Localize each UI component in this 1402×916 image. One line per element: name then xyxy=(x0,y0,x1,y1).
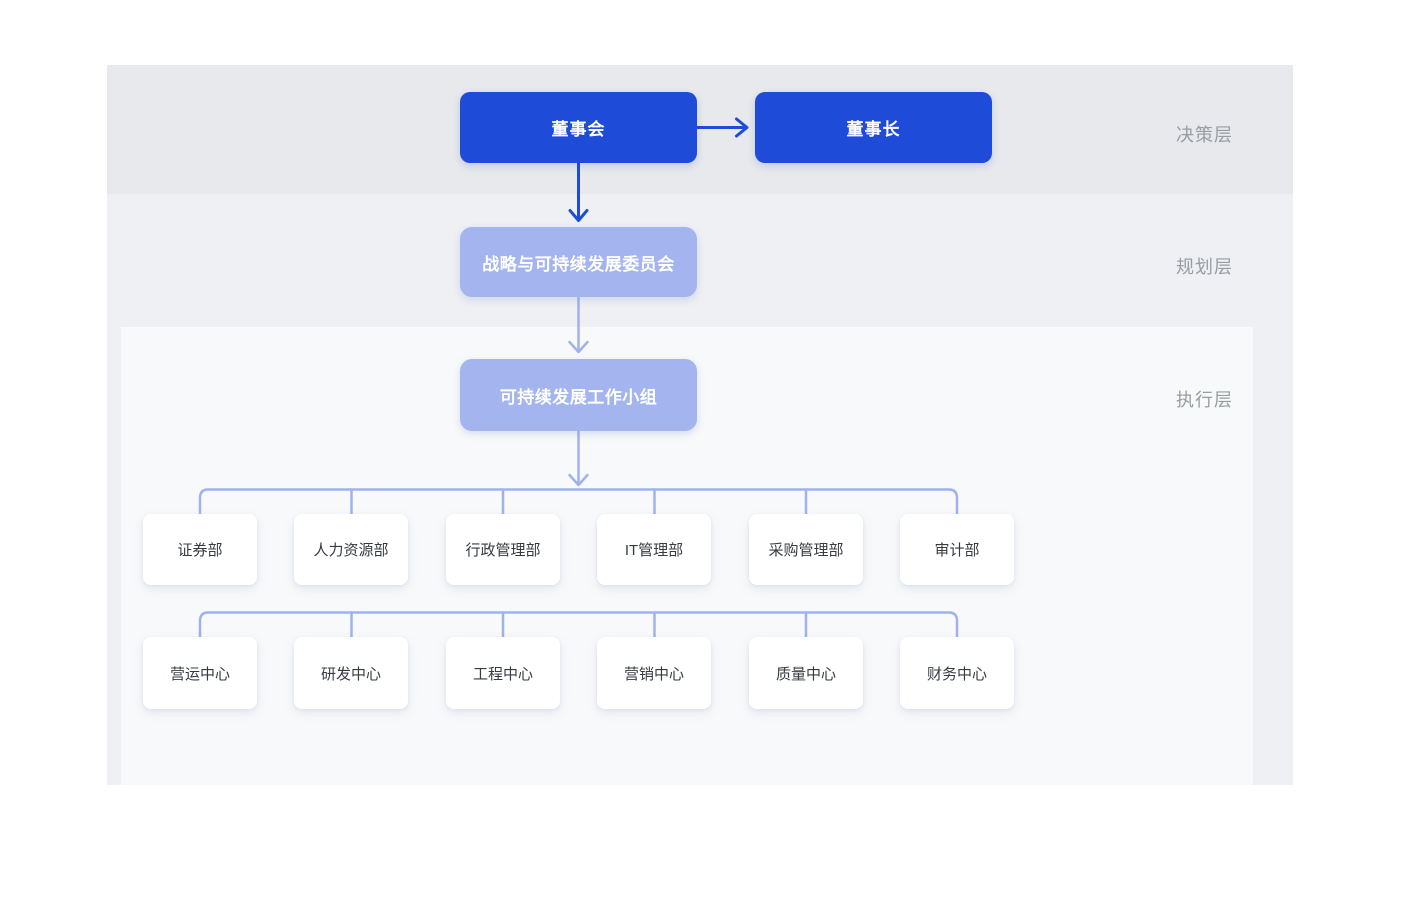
stage-label-decision: 决策层 xyxy=(1176,125,1233,145)
stage-label-execution: 执行层 xyxy=(1176,390,1233,410)
stage-label-planning: 规划层 xyxy=(1176,257,1233,277)
dept-administration: 行政管理部 xyxy=(446,514,560,585)
node-chairman: 董事长 xyxy=(755,92,992,163)
node-committee: 战略与可持续发展委员会 xyxy=(460,227,697,297)
center-operations: 营运中心 xyxy=(143,637,257,709)
decision-layer-band xyxy=(107,65,1293,194)
dept-securities: 证券部 xyxy=(143,514,257,585)
dept-procurement: 采购管理部 xyxy=(749,514,863,585)
dept-human-resources: 人力资源部 xyxy=(294,514,408,585)
center-finance: 财务中心 xyxy=(900,637,1014,709)
dept-it-management: IT管理部 xyxy=(597,514,711,585)
dept-audit: 审计部 xyxy=(900,514,1014,585)
center-rnd: 研发中心 xyxy=(294,637,408,709)
center-quality: 质量中心 xyxy=(749,637,863,709)
center-marketing: 营销中心 xyxy=(597,637,711,709)
node-workgroup: 可持续发展工作小组 xyxy=(460,359,697,431)
node-board: 董事会 xyxy=(460,92,697,163)
center-engineering: 工程中心 xyxy=(446,637,560,709)
